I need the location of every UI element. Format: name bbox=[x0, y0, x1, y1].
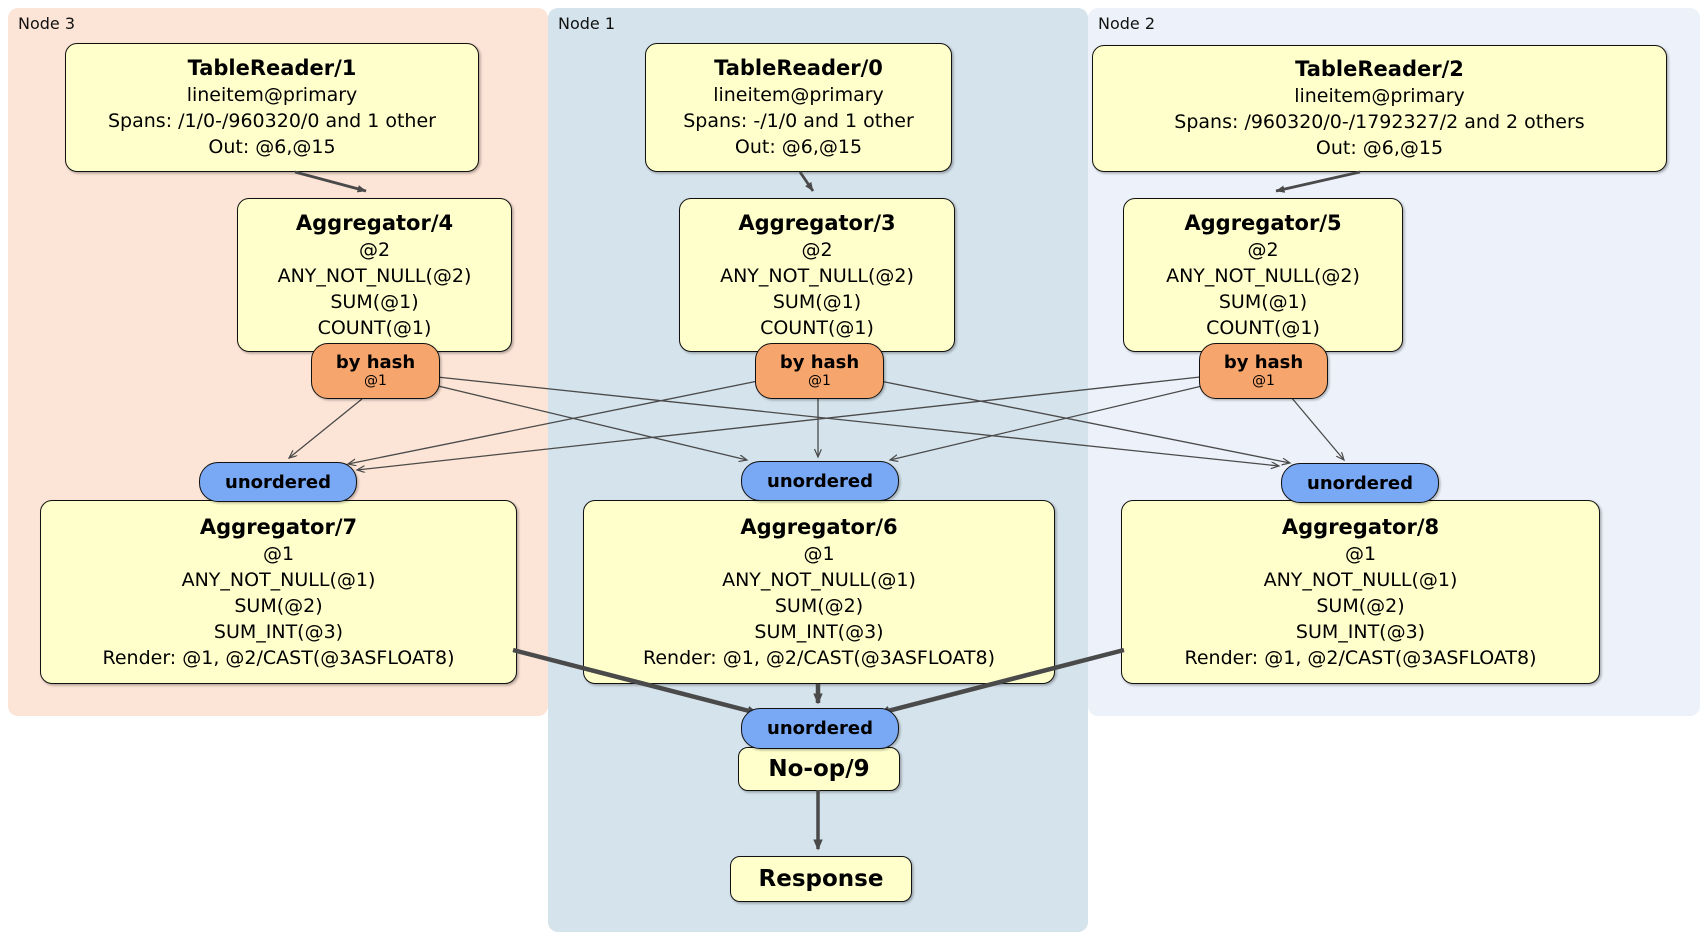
detail-line: ANY_NOT_NULL(@1) bbox=[181, 568, 376, 591]
detail-line: @1 bbox=[262, 542, 295, 565]
detail-line: Spans: /1/0-/960320/0 and 1 other bbox=[108, 110, 436, 132]
hash-router-label: by hash bbox=[335, 352, 416, 373]
unordered-sync-center: unordered bbox=[741, 461, 899, 501]
response-box: Response bbox=[730, 856, 912, 902]
detail-line: @2 bbox=[358, 238, 391, 261]
hash-router-key: @1 bbox=[808, 373, 831, 389]
hash-router-3: by hash @1 bbox=[755, 343, 884, 399]
detail-line: @1 bbox=[803, 542, 835, 565]
detail-line: ANY_NOT_NULL(@1) bbox=[1263, 568, 1458, 591]
detail-line: SUM(@2) bbox=[1316, 594, 1405, 617]
detail-line: Render: @1, @2/CAST(@3ASFLOAT8) bbox=[102, 646, 455, 669]
detail-line: Render: @1, @2/CAST(@3ASFLOAT8) bbox=[1184, 646, 1537, 669]
tablereader-0-title: TableReader/0 bbox=[714, 56, 883, 80]
detail-line: ANY_NOT_NULL(@1) bbox=[722, 568, 916, 591]
detail-line: Spans: /960320/0-/1792327/2 and 2 others bbox=[1174, 111, 1585, 133]
aggregator-8-title: Aggregator/8 bbox=[1281, 514, 1440, 539]
detail-line: Out: @6,@15 bbox=[208, 136, 336, 158]
unordered-sync-left: unordered bbox=[199, 462, 357, 502]
noop-9-title: No-op/9 bbox=[768, 756, 870, 782]
panel-node3-label: Node 3 bbox=[18, 14, 76, 33]
detail-line: lineitem@primary bbox=[1294, 85, 1465, 107]
aggregator-7-box: Aggregator/7 @1 ANY_NOT_NULL(@1) SUM(@2)… bbox=[40, 500, 517, 684]
detail-line: SUM(@1) bbox=[1218, 290, 1308, 313]
aggregator-5-box: Aggregator/5 @2 ANY_NOT_NULL(@2) SUM(@1)… bbox=[1123, 198, 1403, 352]
aggregator-5-title: Aggregator/5 bbox=[1184, 210, 1342, 235]
tablereader-2-box: TableReader/2 lineitem@primary Spans: /9… bbox=[1092, 45, 1667, 172]
detail-line: ANY_NOT_NULL(@2) bbox=[720, 264, 914, 287]
unordered-sync-label: unordered bbox=[1307, 472, 1413, 494]
hash-router-label: by hash bbox=[779, 352, 860, 373]
detail-line: Render: @1, @2/CAST(@3ASFLOAT8) bbox=[643, 646, 995, 669]
aggregator-4-box: Aggregator/4 @2 ANY_NOT_NULL(@2) SUM(@1)… bbox=[237, 198, 512, 352]
panel-node1-label: Node 1 bbox=[558, 14, 616, 33]
aggregator-4-title: Aggregator/4 bbox=[295, 210, 454, 235]
detail-line: lineitem@primary bbox=[713, 84, 884, 106]
hash-router-key: @1 bbox=[364, 373, 387, 389]
detail-line: COUNT(@1) bbox=[1206, 316, 1320, 339]
aggregator-7-title: Aggregator/7 bbox=[199, 514, 358, 539]
tablereader-2-title: TableReader/2 bbox=[1295, 57, 1464, 81]
unordered-sync-label: unordered bbox=[225, 471, 331, 493]
detail-line: lineitem@primary bbox=[186, 84, 358, 106]
detail-line: SUM_INT(@3) bbox=[754, 620, 884, 643]
detail-line: SUM(@2) bbox=[774, 594, 864, 617]
unordered-sync-right: unordered bbox=[1281, 463, 1439, 503]
tablereader-0-box: TableReader/0 lineitem@primary Spans: -/… bbox=[645, 43, 952, 172]
detail-line: COUNT(@1) bbox=[760, 316, 874, 339]
detail-line: @2 bbox=[1247, 238, 1279, 261]
noop-9-box: No-op/9 bbox=[738, 747, 900, 791]
hash-router-key: @1 bbox=[1252, 373, 1275, 389]
response-title: Response bbox=[758, 866, 884, 892]
aggregator-3-title: Aggregator/3 bbox=[738, 210, 896, 235]
hash-router-5: by hash @1 bbox=[1199, 343, 1328, 399]
aggregator-8-box: Aggregator/8 @1 ANY_NOT_NULL(@1) SUM(@2)… bbox=[1121, 500, 1600, 684]
panel-node2-label: Node 2 bbox=[1098, 14, 1156, 33]
detail-line: SUM_INT(@3) bbox=[213, 620, 344, 643]
detail-line: @1 bbox=[1344, 542, 1377, 565]
aggregator-3-box: Aggregator/3 @2 ANY_NOT_NULL(@2) SUM(@1)… bbox=[679, 198, 955, 352]
detail-line: COUNT(@1) bbox=[317, 316, 432, 339]
detail-line: SUM(@1) bbox=[772, 290, 862, 313]
detail-line: SUM(@2) bbox=[234, 594, 323, 617]
unordered-sync-label: unordered bbox=[767, 470, 873, 492]
detail-line: @2 bbox=[801, 238, 833, 261]
aggregator-6-title: Aggregator/6 bbox=[740, 514, 898, 539]
detail-line: ANY_NOT_NULL(@2) bbox=[1166, 264, 1360, 287]
detail-line: SUM_INT(@3) bbox=[1295, 620, 1426, 643]
detail-line: Out: @6,@15 bbox=[1315, 137, 1444, 159]
unordered-sync-label: unordered bbox=[767, 718, 873, 739]
hash-router-label: by hash bbox=[1223, 352, 1304, 373]
aggregator-6-box: Aggregator/6 @1 ANY_NOT_NULL(@1) SUM(@2)… bbox=[583, 500, 1055, 684]
detail-line: Out: @6,@15 bbox=[734, 136, 863, 158]
hash-router-4: by hash @1 bbox=[311, 343, 440, 399]
tablereader-1-title: TableReader/1 bbox=[187, 56, 357, 80]
unordered-sync-bottom: unordered bbox=[741, 708, 899, 749]
tablereader-1-box: TableReader/1 lineitem@primary Spans: /1… bbox=[65, 43, 479, 172]
detail-line: Spans: -/1/0 and 1 other bbox=[683, 110, 914, 132]
detail-line: ANY_NOT_NULL(@2) bbox=[277, 264, 472, 287]
detail-line: SUM(@1) bbox=[330, 290, 419, 313]
